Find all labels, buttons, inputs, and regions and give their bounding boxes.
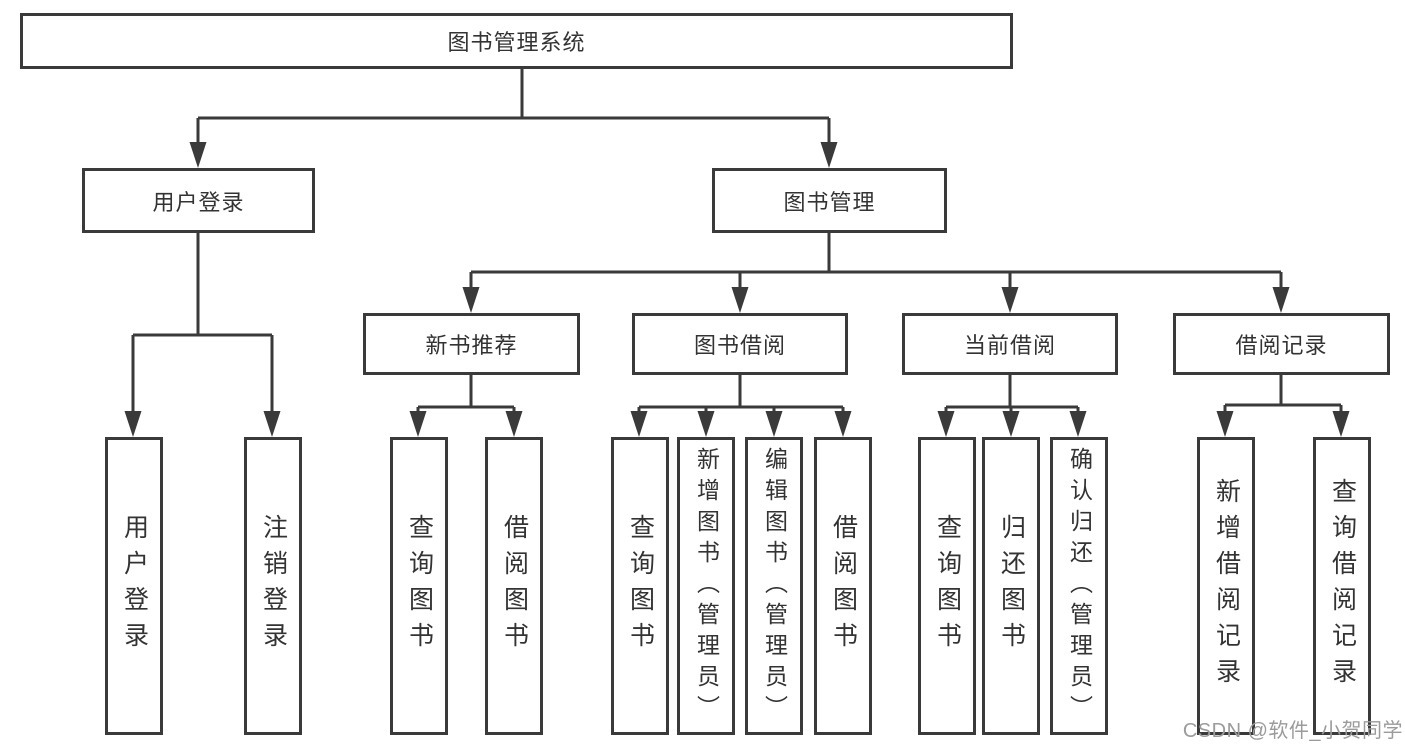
leaf-query-books-borrow: 查询图书: [611, 437, 669, 735]
connector-arrowheads: [124, 142, 1350, 437]
leaf-label: 确认归还（管理员）: [1066, 446, 1093, 726]
arrowhead: [189, 142, 207, 168]
connector-lines: [131, 66, 1343, 418]
leaf-label: 编辑图书（管理员）: [761, 446, 788, 726]
node-borrow-records: 借阅记录: [1173, 313, 1390, 375]
leaf-label: 查询图书: [933, 514, 962, 658]
arrowhead: [820, 142, 838, 168]
leaf-label: 查询借阅记录: [1328, 478, 1357, 694]
leaf-label: 借阅图书: [500, 514, 529, 658]
arrowhead: [1001, 287, 1019, 313]
leaf-add-borrow-record: 新增借阅记录: [1197, 437, 1255, 735]
arrowhead: [263, 411, 281, 437]
leaf-query-books-recommend: 查询图书: [390, 437, 448, 735]
arrowhead: [1332, 411, 1350, 437]
leaf-return-books: 归还图书: [982, 437, 1040, 735]
arrowhead: [1216, 411, 1234, 437]
arrowhead: [409, 411, 427, 437]
node-book-management: 图书管理: [712, 168, 947, 233]
arrowhead: [1272, 287, 1290, 313]
node-user-login: 用户登录: [82, 168, 315, 233]
leaf-logout: 注销登录: [244, 437, 302, 735]
connector-recommend-group: [416, 375, 516, 418]
arrowhead: [765, 411, 783, 437]
arrowhead: [630, 411, 648, 437]
leaf-label: 归还图书: [997, 514, 1026, 658]
leaf-query-books-current: 查询图书: [918, 437, 976, 735]
arrowhead: [462, 287, 480, 313]
leaf-label: 用户登录: [120, 514, 149, 658]
arrowhead: [731, 287, 749, 313]
leaf-borrow-books-recommend: 借阅图书: [485, 437, 543, 735]
leaf-confirm-return-admin: 确认归还（管理员）: [1050, 437, 1108, 735]
arrowhead: [1002, 411, 1020, 437]
node-book-borrow: 图书借阅: [632, 313, 848, 375]
node-new-book-recommend: 新书推荐: [363, 313, 580, 375]
leaf-label: 注销登录: [259, 514, 288, 658]
connector-root: [196, 66, 831, 150]
connector-user-login-group: [131, 233, 274, 418]
connector-records-group: [1223, 375, 1343, 418]
arrowhead: [697, 411, 715, 437]
arrowhead: [505, 411, 523, 437]
connector-book-management-group: [469, 233, 1283, 294]
leaf-user-login: 用户登录: [105, 437, 163, 735]
node-current-borrow: 当前借阅: [902, 313, 1118, 375]
leaf-query-borrow-record: 查询借阅记录: [1313, 437, 1371, 735]
leaf-label: 查询图书: [405, 514, 434, 658]
leaf-label: 新增借阅记录: [1212, 478, 1241, 694]
node-library-system: 图书管理系统: [20, 13, 1013, 69]
arrowhead: [1069, 411, 1087, 437]
watermark: CSDN @软件_小贺同学: [1182, 720, 1403, 742]
arrowhead: [834, 411, 852, 437]
arrowhead: [124, 411, 142, 437]
leaf-add-books-admin: 新增图书（管理员）: [677, 437, 735, 735]
leaf-edit-books-admin: 编辑图书（管理员）: [745, 437, 803, 735]
leaf-label: 借阅图书: [829, 514, 858, 658]
connector-borrow-group: [637, 375, 845, 418]
leaf-label: 新增图书（管理员）: [693, 446, 720, 726]
leaf-label: 查询图书: [626, 514, 655, 658]
arrowhead: [937, 411, 955, 437]
leaf-borrow-books: 借阅图书: [814, 437, 872, 735]
